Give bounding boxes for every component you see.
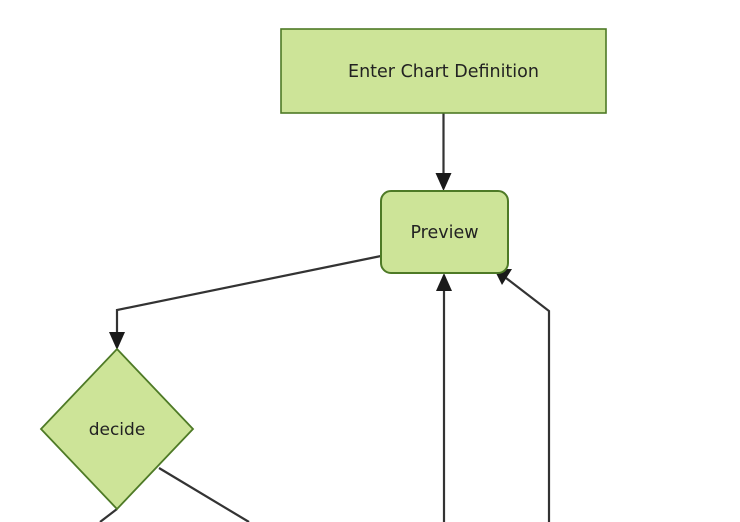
node-preview[interactable]: Preview	[380, 190, 509, 274]
edge-line-preview-to-decide	[115, 254, 382, 335]
arrow-head-into-preview-top	[435, 173, 452, 191]
node-label-enter-chart-definition: Enter Chart Definition	[348, 62, 539, 82]
edge-decide-branch-right	[158, 467, 250, 522]
edge-line-return-right	[505, 277, 551, 522]
node-shape-enter-chart-definition[interactable]	[280, 28, 607, 114]
arrow-head-into-preview-bottom-center	[436, 273, 452, 291]
edge-preview-to-decide	[109, 254, 382, 350]
node-shape-preview[interactable]	[380, 190, 509, 274]
edge-line-decide-branch-left	[99, 508, 118, 522]
arrow-head-into-decide-top	[109, 332, 125, 350]
edge-enter-to-preview	[435, 113, 452, 191]
node-label-decide: decide	[89, 420, 146, 440]
edge-line-decide-branch-right	[158, 467, 250, 522]
edge-return-right-to-preview	[494, 269, 551, 522]
edge-return-center-to-preview	[436, 273, 452, 522]
node-enter-chart-definition[interactable]: Enter Chart Definition	[280, 28, 607, 114]
node-label-preview: Preview	[410, 223, 478, 243]
edge-decide-branch-left	[99, 508, 118, 522]
node-decide[interactable]: decide	[39, 347, 195, 511]
node-shape-decide[interactable]	[39, 347, 195, 511]
